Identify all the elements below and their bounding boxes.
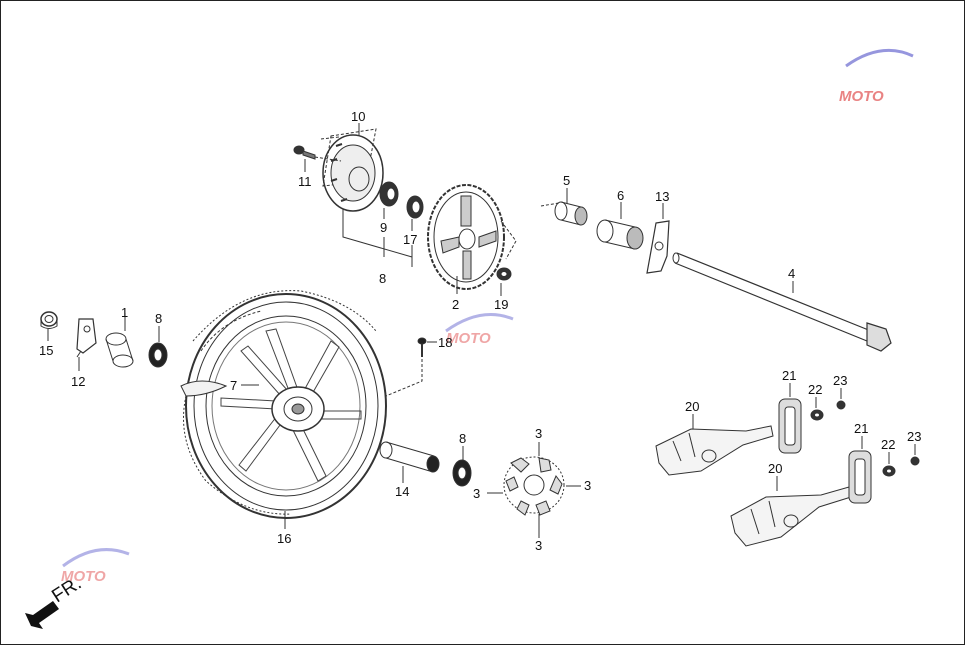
label-part-18: 18 [438, 335, 452, 350]
front-direction-arrow [25, 601, 59, 629]
part-15-nut [40, 311, 58, 329]
part-20-chain-adjuster-upper [655, 425, 774, 476]
label-part-22-upper: 22 [808, 382, 822, 397]
part-12-adjuster-plate [76, 318, 97, 358]
part-23-cap-lower [910, 456, 920, 466]
label-part-14: 14 [395, 484, 409, 499]
label-part-11: 11 [298, 174, 312, 189]
part-10-sprocket-hub [322, 128, 384, 212]
label-part-22-lower: 22 [881, 437, 895, 452]
part-18-bolt [417, 337, 427, 357]
label-part-4: 4 [788, 266, 795, 281]
watermark-logo-center: MOTO [445, 313, 514, 347]
part-21-block-upper [778, 398, 802, 454]
label-part-17: 17 [403, 232, 417, 247]
part-19-nut [496, 267, 512, 281]
label-part-19: 19 [494, 297, 508, 312]
part-4-axle [672, 252, 892, 352]
part-22-nut-lower [882, 465, 896, 477]
label-part-23-lower: 23 [907, 429, 921, 444]
part-11-bolt [293, 145, 316, 160]
svg-text:MOTO: MOTO [61, 568, 106, 585]
part-2-sprocket [427, 184, 505, 290]
label-part-13: 13 [655, 189, 669, 204]
label-part-10: 10 [351, 109, 365, 124]
rear-wheel-tire [180, 290, 387, 519]
label-part-23-upper: 23 [833, 373, 847, 388]
label-part-8-top: 8 [379, 271, 386, 286]
label-part-16: 16 [277, 531, 291, 546]
label-part-21-lower: 21 [854, 421, 868, 436]
label-part-3-left: 3 [473, 486, 480, 501]
part-6-collar [596, 219, 644, 250]
label-part-3-bottom: 3 [535, 538, 542, 553]
part-1-collar [105, 332, 134, 368]
part-14-spacer [379, 441, 440, 473]
label-part-3-right: 3 [584, 478, 591, 493]
part-21-block-lower [848, 450, 872, 504]
part-9-bearing [379, 181, 399, 207]
part-20-chain-adjuster-lower [730, 486, 852, 547]
label-part-2: 2 [452, 297, 459, 312]
watermark-logo-bottom-left: MOTO [61, 548, 130, 585]
callout-labels: 1 2 3 3 3 3 4 5 6 7 8 8 8 9 10 11 12 13 … [39, 109, 921, 553]
label-part-9: 9 [380, 220, 387, 235]
label-part-5: 5 [563, 173, 570, 188]
part-5-collar [540, 201, 588, 226]
label-part-6: 6 [617, 188, 624, 203]
wheel-spokes [220, 328, 362, 482]
part-8-bearing-center [452, 459, 472, 487]
part-3-damper-rubbers [503, 456, 565, 516]
part-22-nut-upper [810, 409, 824, 421]
label-part-20-upper: 20 [685, 399, 699, 414]
label-part-3-top: 3 [535, 426, 542, 441]
svg-text:MOTO: MOTO [446, 330, 491, 347]
label-part-12: 12 [71, 374, 85, 389]
watermark-logo-top-right: MOTO [839, 48, 914, 105]
label-part-8-center: 8 [459, 431, 466, 446]
part-13-adjuster-plate [646, 220, 670, 274]
label-part-21-upper: 21 [782, 368, 796, 383]
label-part-8-left: 8 [155, 311, 162, 326]
label-part-1: 1 [121, 305, 128, 320]
svg-text:MOTO: MOTO [839, 88, 884, 105]
label-part-20-lower: 20 [768, 461, 782, 476]
part-8-bearing-left [148, 342, 168, 368]
part-23-cap-upper [836, 400, 846, 410]
part-17-oil-seal [406, 195, 424, 219]
label-part-15: 15 [39, 343, 53, 358]
label-part-7: 7 [230, 378, 237, 393]
